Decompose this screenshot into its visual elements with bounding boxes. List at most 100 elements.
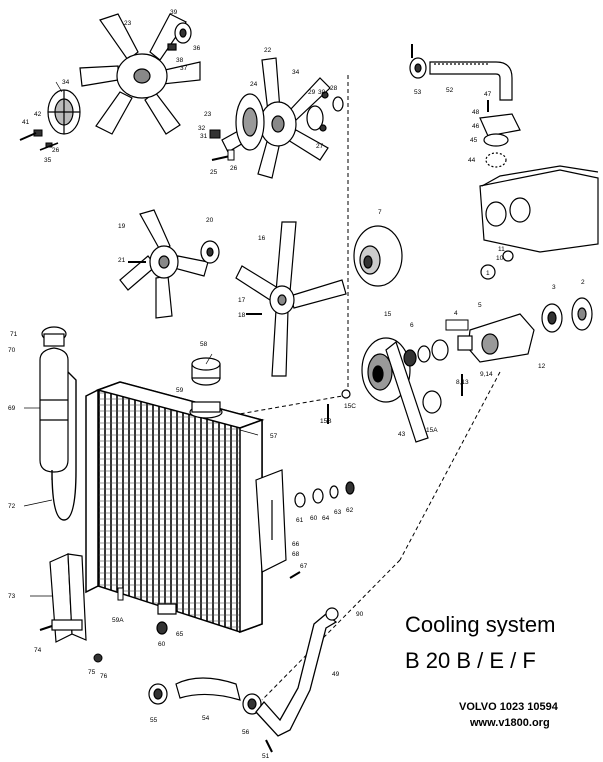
callout-label: 48 <box>472 109 480 116</box>
nut-15C <box>341 389 351 399</box>
radiator-side-bracket <box>255 469 287 573</box>
callout-label: 65 <box>176 631 184 638</box>
fan-pulley-34b <box>235 93 265 151</box>
lower-hose-54 <box>175 677 241 701</box>
callout-label: 53 <box>414 89 422 96</box>
callout-leaders <box>23 81 259 597</box>
callout-label: 35 <box>44 157 52 164</box>
bolt-31-32 <box>209 129 235 161</box>
washer-15A <box>422 390 442 414</box>
callout-label: 90 <box>356 611 364 618</box>
callout-label: 39 <box>170 9 178 16</box>
callout-label: 4 <box>454 310 458 317</box>
drain-plug-61-64 <box>294 481 355 508</box>
fan-hub-36 <box>167 22 192 51</box>
callout-label: 41 <box>22 119 30 126</box>
callout-label: 11 <box>498 246 505 253</box>
callout-label: 22 <box>264 47 272 54</box>
callout-label: 17 <box>238 297 246 304</box>
lower-pipe-49 <box>255 613 338 737</box>
callout-label: 76 <box>100 673 108 680</box>
callout-label: 10 <box>496 255 504 262</box>
drain-tap-59A <box>117 587 124 601</box>
callout-label: 21 <box>118 257 126 264</box>
diagram-title: Cooling system <box>405 612 556 637</box>
fan-blade-assembly-16 <box>235 221 347 377</box>
callout-label: 5 <box>478 302 482 309</box>
callout-label: 26 <box>52 147 60 154</box>
callout-label: 70 <box>8 347 16 354</box>
callout-label: 15A <box>426 427 438 434</box>
callout-label: 38 <box>176 57 184 64</box>
callout-label: 34 <box>292 69 300 76</box>
impeller-2 <box>571 297 593 331</box>
spacer-20 <box>200 240 220 264</box>
fan-pulley-34 <box>47 89 81 135</box>
callout-label: 66 <box>292 541 300 548</box>
callout-label: 69 <box>8 405 16 412</box>
callout-label: 24 <box>250 81 258 88</box>
callout-label: 8,13 <box>456 379 469 386</box>
callout-label: 45 <box>470 137 478 144</box>
callout-label: 32 <box>198 125 206 132</box>
callout-label: 42 <box>34 111 42 118</box>
callout-label: 73 <box>8 593 16 600</box>
callout-label: 6 <box>410 322 414 329</box>
callout-label: 28 <box>330 85 338 92</box>
callout-label: 58 <box>200 341 208 348</box>
bolt-41-42 <box>19 129 59 151</box>
callout-label: 52 <box>446 87 454 94</box>
callout-label: 75 <box>88 669 96 676</box>
callout-label: 27 <box>316 143 324 150</box>
callout-label: 20 <box>206 217 214 224</box>
callout-label: 54 <box>202 715 210 722</box>
callout-label: 72 <box>8 503 16 510</box>
pulley-7 <box>353 225 403 287</box>
callout-label: 2 <box>581 279 585 286</box>
callout-label: 37 <box>180 65 188 72</box>
hose-clamp-56 <box>242 693 262 715</box>
engine-block <box>479 165 599 253</box>
callout-label: 34 <box>62 79 70 86</box>
overflow-hose-72 <box>51 371 77 521</box>
callout-label: 57 <box>270 433 278 440</box>
part-number-label: VOLVO 1023 10594 <box>459 701 558 713</box>
seal-10-11 <box>502 250 514 262</box>
callout-labels: 2 3 1 4 5 6 7 8,13 9,14 10 11 12 15 15A … <box>8 9 585 760</box>
water-pump-1 <box>403 313 535 367</box>
callout-label: 67 <box>300 563 308 570</box>
callout-label: 19 <box>118 223 126 230</box>
bolt-51 <box>265 739 273 753</box>
callout-label: 64 <box>322 515 330 522</box>
callout-label: 26 <box>230 165 238 172</box>
clamp-90 <box>325 607 339 621</box>
callout-label: 3 <box>552 284 556 291</box>
callout-label: 59A <box>112 617 124 624</box>
callout-label: 71 <box>10 331 18 338</box>
fan-blade-assembly-19 <box>119 209 209 319</box>
thermostat-housing-46 <box>479 100 521 168</box>
callout-label: 60 <box>310 515 318 522</box>
callout-label: 49 <box>332 671 340 678</box>
engine-variant-label: B 20 B / E / F <box>405 648 536 673</box>
callout-label: 60 <box>158 641 166 648</box>
callout-label: 9,14 <box>480 371 493 378</box>
callout-label: 47 <box>484 91 492 98</box>
gasket-3 <box>541 303 563 333</box>
callout-label: 59 <box>176 387 184 394</box>
callout-label: 56 <box>242 729 250 736</box>
callout-label: 25 <box>210 169 218 176</box>
callout-label: 7 <box>378 209 382 216</box>
callout-label: 15 <box>384 311 392 318</box>
callout-label: 29 <box>308 89 316 96</box>
ring-1 <box>480 264 496 280</box>
callout-label: 23 <box>204 111 212 118</box>
website-label: www.v1800.org <box>470 717 550 729</box>
callout-label: 44 <box>468 157 476 164</box>
radiator-core <box>85 381 265 634</box>
upper-hose-52 <box>429 61 513 101</box>
callout-label: 15B <box>320 418 332 425</box>
callout-label: 46 <box>472 123 480 130</box>
callout-label: 62 <box>346 507 354 514</box>
